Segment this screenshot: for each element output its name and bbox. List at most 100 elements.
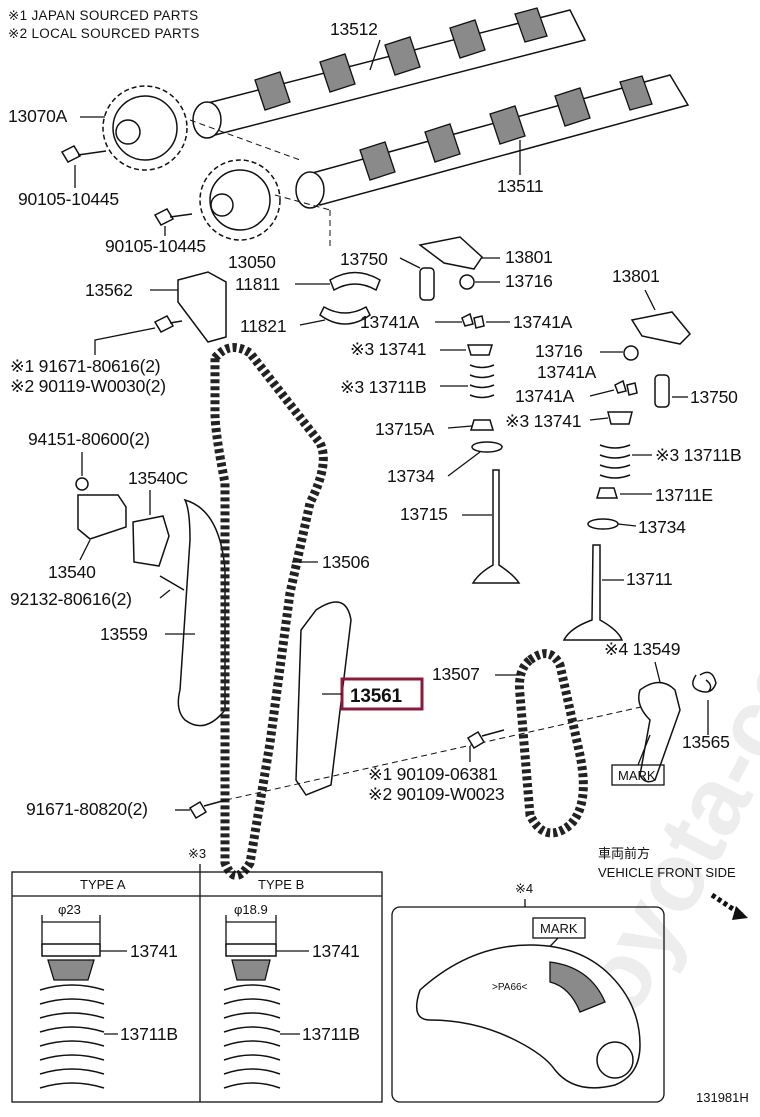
timing-chain-13506-drawing — [210, 343, 328, 880]
inset4-stamp: >PA66< — [492, 982, 528, 993]
label-13507: 13507 — [432, 664, 480, 684]
label-91671-80820: 91671-80820(2) — [26, 799, 148, 819]
tensioner-13540-drawing — [77, 494, 127, 540]
inset3-b-13711b: 13711B — [302, 1024, 360, 1044]
label-13741a-a: 13741A — [360, 312, 420, 332]
inset4-mark-box — [532, 917, 586, 939]
label-13070a: 13070A — [8, 106, 68, 126]
label-13741a-d: 13741A — [515, 386, 575, 406]
spring-13711b-a — [469, 364, 495, 399]
label-90105-b: 90105-10445 — [105, 236, 206, 256]
bearing-11811-drawing — [329, 271, 381, 292]
spring-13565-drawing — [692, 671, 717, 693]
valve-13711 — [562, 544, 624, 641]
direction-jp: 車両前方 — [598, 846, 650, 861]
label-13711b-a: ※3 13711B — [340, 377, 427, 397]
label-13540c: 13540C — [128, 468, 188, 488]
vvt-gear-13050-drawing — [199, 159, 281, 241]
spring-13711b-b — [599, 444, 631, 479]
retainer-type-b — [225, 943, 277, 957]
label-13565: 13565 — [682, 732, 730, 752]
label-13506: 13506 — [322, 552, 370, 572]
label-13716-b: 13716 — [535, 341, 583, 361]
label-90109-06381: ※1 90109-06381 — [368, 764, 498, 784]
inset3-type-a: TYPE A — [80, 877, 126, 892]
label-13559: 13559 — [100, 624, 148, 644]
chain-damper-13549-drawing — [638, 681, 681, 783]
note-japan-sourced: ※1 JAPAN SOURCED PARTS — [8, 8, 198, 23]
inset3-dia-a: φ23 — [58, 902, 81, 917]
label-90109-w0023: ※2 90109-W0023 — [368, 784, 504, 804]
label-13562: 13562 — [85, 280, 133, 300]
label-90105-a: 90105-10445 — [18, 189, 119, 209]
label-13549: ※4 13549 — [604, 639, 680, 659]
chain-guide-13559-drawing — [177, 498, 226, 727]
label-13750-a: 13750 — [340, 249, 388, 269]
direction-en: VEHICLE FRONT SIDE — [598, 865, 736, 880]
camshaft-13511-drawing — [295, 74, 690, 209]
valve-13715 — [471, 469, 521, 584]
inset3-dia-b: φ18.9 — [234, 902, 268, 917]
label-13741-b: ※3 13741 — [505, 411, 581, 431]
mark-label: MARK — [618, 768, 656, 783]
label-13801-b: 13801 — [612, 266, 660, 286]
label-91671-80616: ※1 91671-80616(2) — [10, 356, 160, 376]
label-13512: 13512 — [330, 19, 378, 39]
roller-13716-b — [623, 345, 639, 361]
inset3-ref: ※3 — [188, 846, 206, 861]
retainer-shadow-b — [231, 959, 271, 981]
timing-chain-13507-drawing — [515, 649, 588, 838]
label-13750-b: 13750 — [690, 387, 738, 407]
figure-id: 131981H — [696, 1090, 749, 1105]
label-11811: 11811 — [235, 274, 280, 294]
label-13741-a: ※3 13741 — [350, 339, 426, 359]
label-13734-a: 13734 — [387, 466, 435, 486]
gasket-13540c-drawing — [132, 515, 170, 567]
label-13715: 13715 — [400, 504, 448, 524]
inset4-ref: ※4 — [515, 881, 533, 896]
label-13711b-b: ※3 13711B — [655, 445, 742, 465]
washer-13734-b — [587, 518, 619, 530]
label-13715a: 13715A — [375, 419, 435, 439]
inset4-mark: MARK — [540, 921, 578, 936]
chain-slipper-13561-drawing — [295, 601, 352, 796]
label-13711e: 13711E — [655, 485, 713, 505]
inset3-a-13741: 13741 — [130, 941, 178, 961]
rocker-arm-13801-a — [418, 236, 483, 270]
seal-13715a — [469, 419, 495, 431]
label-13734-b: 13734 — [638, 517, 686, 537]
camshaft-13512-drawing — [192, 7, 587, 139]
spring-type-a — [39, 984, 105, 1089]
label-92132: 92132-80616(2) — [10, 589, 132, 609]
damper-rib — [549, 961, 606, 1013]
label-13050: 13050 — [228, 252, 276, 272]
retainer-type-a — [41, 943, 101, 957]
lash-adjuster-13750-a — [419, 267, 435, 301]
label-13801-a: 13801 — [505, 247, 553, 267]
arrowhead-icon — [732, 906, 748, 920]
retainer-13741-a — [466, 344, 494, 356]
label-13561: 13561 — [350, 686, 402, 707]
rocker-arm-13801-b — [630, 311, 692, 345]
inset4-frame — [391, 906, 665, 1103]
vvt-gear-13070a-drawing — [102, 85, 188, 171]
label-13540: 13540 — [48, 562, 96, 582]
label-13741a-c: 13741A — [537, 362, 597, 382]
label-13741a-b: 13741A — [513, 312, 573, 332]
spring-type-b — [223, 984, 281, 1089]
lash-adjuster-13750-b — [654, 374, 670, 408]
damper-pivot — [596, 1041, 634, 1079]
inset3-frame — [11, 871, 383, 1103]
label-11821: 11821 — [240, 316, 286, 336]
inset3-b-13741: 13741 — [312, 941, 360, 961]
bearing-11821-drawing — [319, 305, 371, 325]
retainer-13741-b — [607, 411, 633, 425]
label-13511: 13511 — [497, 176, 543, 196]
inset3-type-b: TYPE B — [258, 877, 304, 892]
roller-13716-a — [459, 274, 475, 290]
label-13716-a: 13716 — [505, 271, 553, 291]
bracket-13562-drawing — [177, 271, 227, 343]
label-94151: 94151-80600(2) — [28, 429, 150, 449]
